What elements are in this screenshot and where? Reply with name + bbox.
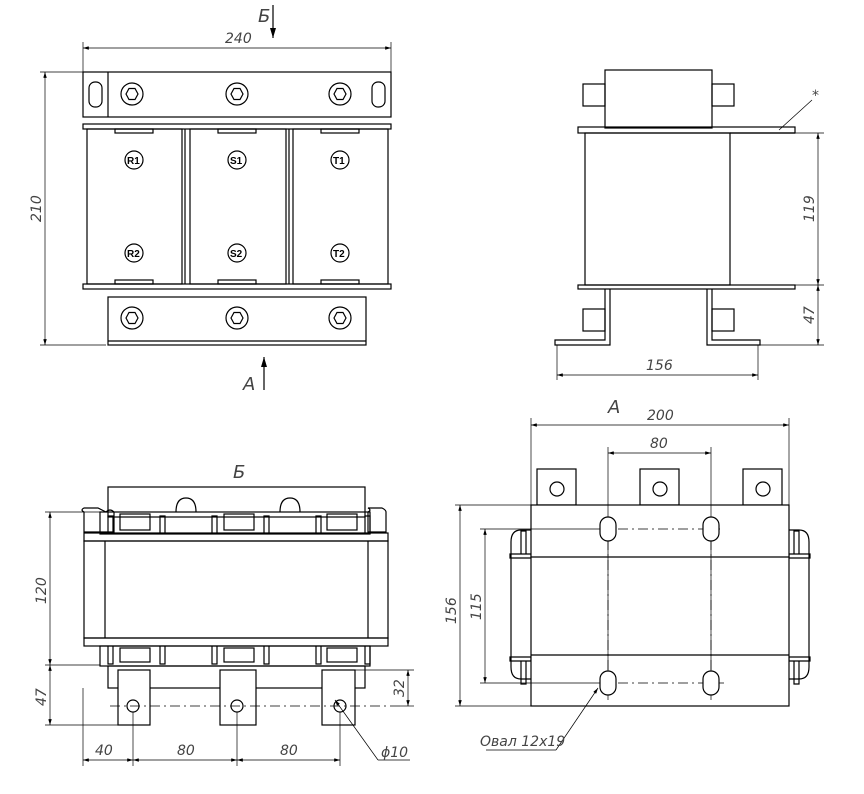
view-a: А 200 80 156 115 Овал 12х19 bbox=[444, 397, 811, 751]
spacing-dimension: 40 bbox=[95, 743, 113, 759]
terminal-label: R2 bbox=[127, 249, 140, 260]
width-dimension: 240 bbox=[225, 31, 252, 47]
view-b: Б 120 47 32 40 80 80 ϕ10 bbox=[34, 462, 414, 766]
terminal-label: T1 bbox=[333, 156, 345, 167]
terminal-lugs bbox=[117, 669, 356, 726]
core-outline bbox=[530, 504, 790, 707]
height-dimension: 210 bbox=[29, 195, 45, 222]
view-title: Б bbox=[233, 462, 245, 483]
spacing-dimension: 80 bbox=[177, 743, 195, 759]
height-dimension: 156 bbox=[444, 597, 460, 624]
view-marker-b: Б bbox=[258, 6, 270, 27]
terminal-lugs bbox=[536, 468, 783, 506]
top-clamps bbox=[99, 511, 371, 535]
height-dimension: 119 bbox=[802, 195, 818, 222]
terminal-labels: R1 S1 T1 R2 S2 T2 bbox=[124, 150, 350, 263]
note-mark: * bbox=[812, 88, 819, 104]
view-marker-a: А bbox=[242, 374, 255, 395]
bottom-clamps bbox=[99, 645, 371, 667]
bolt-icons bbox=[120, 82, 352, 330]
oval-note: Овал 12х19 bbox=[480, 734, 565, 750]
spacing-dimension: 80 bbox=[280, 743, 298, 759]
mounting-ovals bbox=[599, 516, 720, 696]
view-title: А bbox=[607, 397, 620, 418]
height-dimension: 120 bbox=[34, 577, 50, 604]
terminal-label: S1 bbox=[230, 156, 243, 167]
hole-height-dimension: 115 bbox=[469, 593, 485, 620]
terminal-label: R1 bbox=[127, 156, 140, 167]
base-dimension: 47 bbox=[802, 306, 818, 324]
width-dimension: 200 bbox=[647, 408, 674, 424]
terminal-label: T2 bbox=[333, 249, 345, 260]
terminal-label: S2 bbox=[230, 249, 243, 260]
hole-dimension: ϕ10 bbox=[381, 745, 408, 761]
side-view: * 119 47 156 bbox=[554, 69, 824, 380]
coil-r bbox=[86, 128, 183, 285]
coil-t bbox=[292, 128, 389, 285]
hole-spacing-dimension: 80 bbox=[650, 436, 668, 452]
lug-dimension: 32 bbox=[392, 679, 408, 697]
coil-s bbox=[189, 128, 287, 285]
front-view: 240 210 Б А R1 S1 T1 R2 S2 T2 bbox=[29, 5, 392, 395]
width-dimension: 156 bbox=[646, 358, 673, 374]
base-dimension: 47 bbox=[34, 688, 50, 706]
